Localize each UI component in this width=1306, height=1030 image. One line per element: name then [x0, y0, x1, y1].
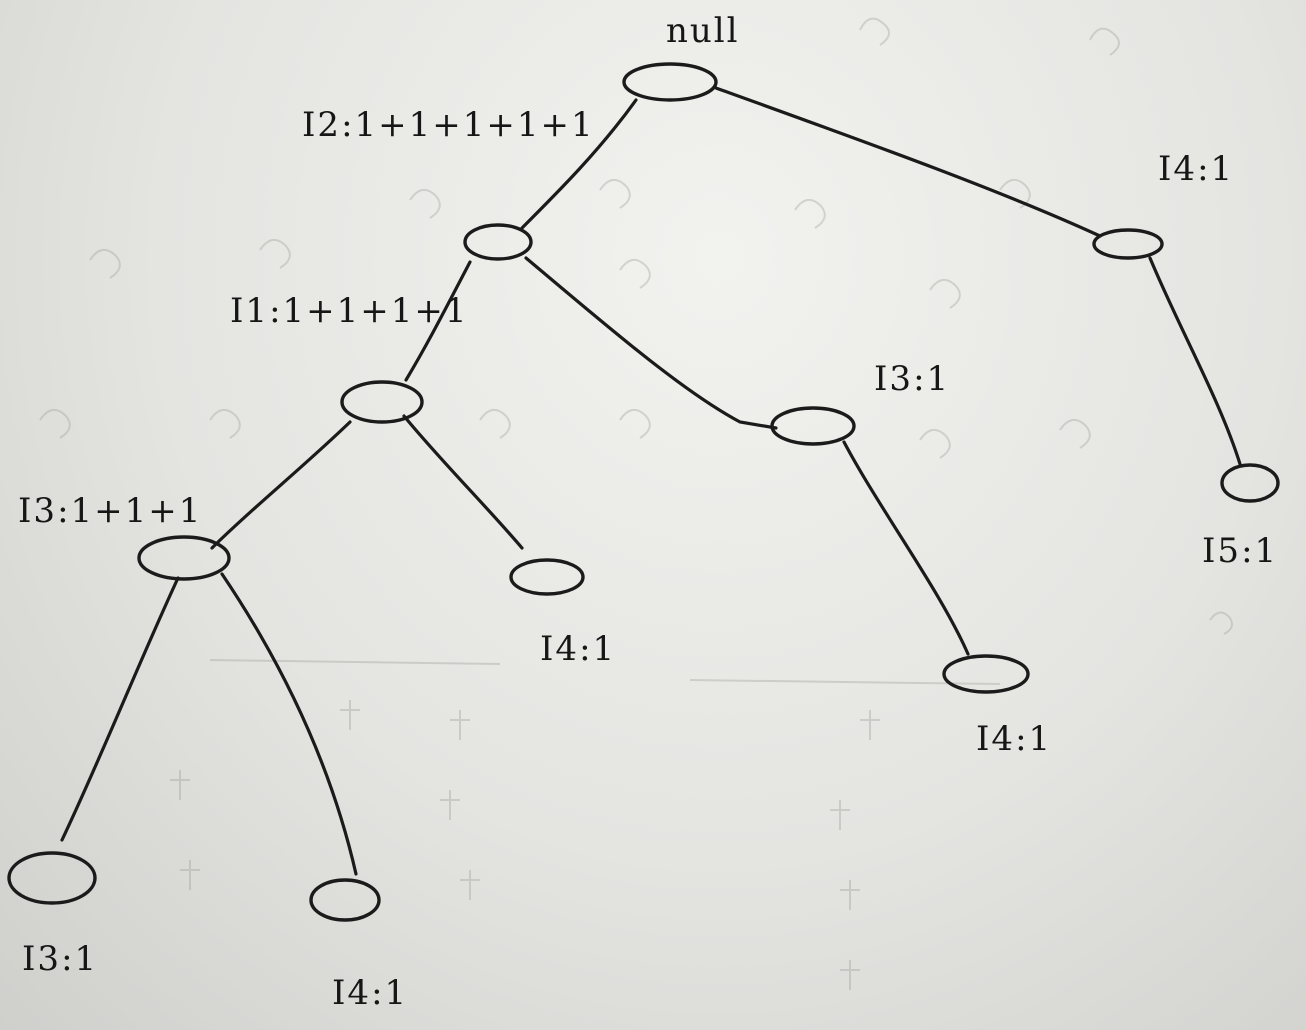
edge-i3b-i4 — [842, 440, 970, 656]
tree-node-i4-under-root — [1092, 228, 1164, 260]
tree-node-i4-under-i3b — [942, 654, 1030, 694]
tree-node-i3-leaf — [7, 851, 97, 905]
edge-i1-i3 — [210, 420, 352, 550]
edge-root-i2 — [520, 98, 638, 230]
tree-node-i1 — [340, 380, 424, 424]
tree-node-i5 — [1220, 463, 1280, 503]
edge-i2-i3 — [524, 256, 778, 430]
edge-i2-i1 — [404, 260, 472, 382]
tree-node-i4-under-i1 — [509, 558, 585, 596]
edge-i3-i4 — [220, 572, 358, 876]
tree-node-root — [622, 62, 718, 102]
tree-node-i3 — [137, 535, 231, 581]
node-label-i4-under-i1: I4:1 — [540, 629, 616, 669]
node-label-i5: I5:1 — [1202, 531, 1278, 571]
edge-i3-i3leaf — [60, 576, 180, 842]
edge-root-i4 — [714, 86, 1102, 238]
node-label-i3-under-i2: I3:1 — [874, 359, 950, 399]
node-label-i1: I1:1+1+1+1 — [230, 291, 469, 331]
root-label: null — [666, 11, 740, 51]
edge-i1-i4 — [402, 414, 524, 550]
node-label-i4-under-root: I4:1 — [1158, 149, 1234, 189]
tree-node-i2 — [463, 223, 533, 261]
node-label-i3-leaf: I3:1 — [22, 939, 98, 979]
tree-node-i3-under-i2 — [770, 406, 856, 446]
node-label-i4-under-i3b: I4:1 — [976, 719, 1052, 759]
node-label-i3: I3:1+1+1 — [18, 491, 202, 531]
edge-i4-i5 — [1148, 256, 1242, 466]
bleed-through-marks — [39, 17, 1233, 990]
node-label-i2: I2:1+1+1+1+1 — [302, 105, 595, 145]
node-label-i4-under-i3: I4:1 — [332, 973, 408, 1013]
tree-node-i4-under-i3 — [309, 878, 381, 922]
